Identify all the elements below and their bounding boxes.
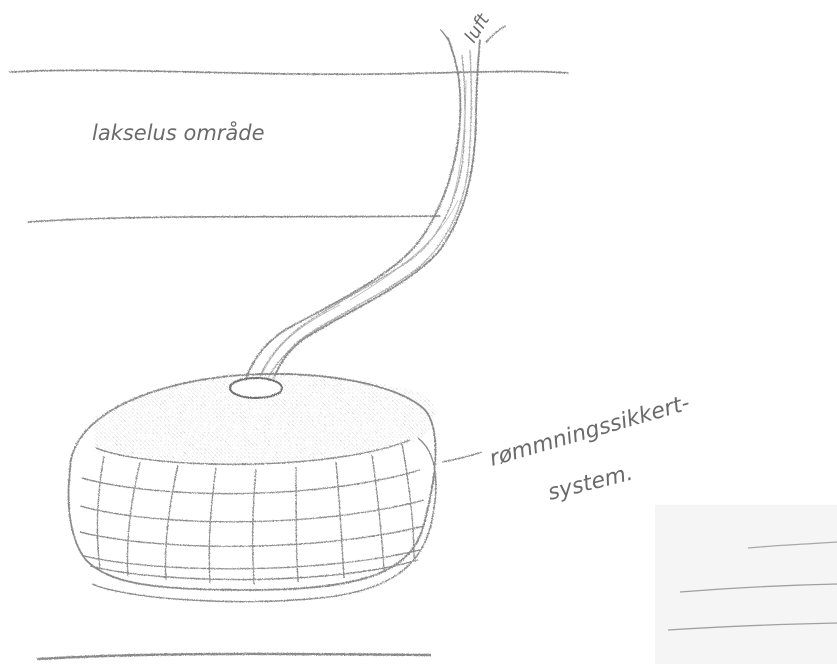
- zone-lower-line: [28, 216, 440, 222]
- system-label-line2: system.: [545, 461, 635, 506]
- system-label-line1: rømmningssikkert-: [487, 391, 693, 472]
- net-grid: [80, 444, 424, 584]
- cage-dome: [69, 374, 436, 602]
- leader-line: [442, 452, 482, 462]
- inset-scrap: [655, 505, 837, 664]
- air-pipe-shading: [262, 80, 466, 375]
- surface-line: [10, 70, 568, 74]
- zone-label: lakselus område: [92, 120, 265, 145]
- zone-boundary-lines: [10, 70, 568, 659]
- pipe-opening: [230, 378, 282, 398]
- air-label: luft: [460, 9, 494, 46]
- bottom-line: [38, 654, 430, 659]
